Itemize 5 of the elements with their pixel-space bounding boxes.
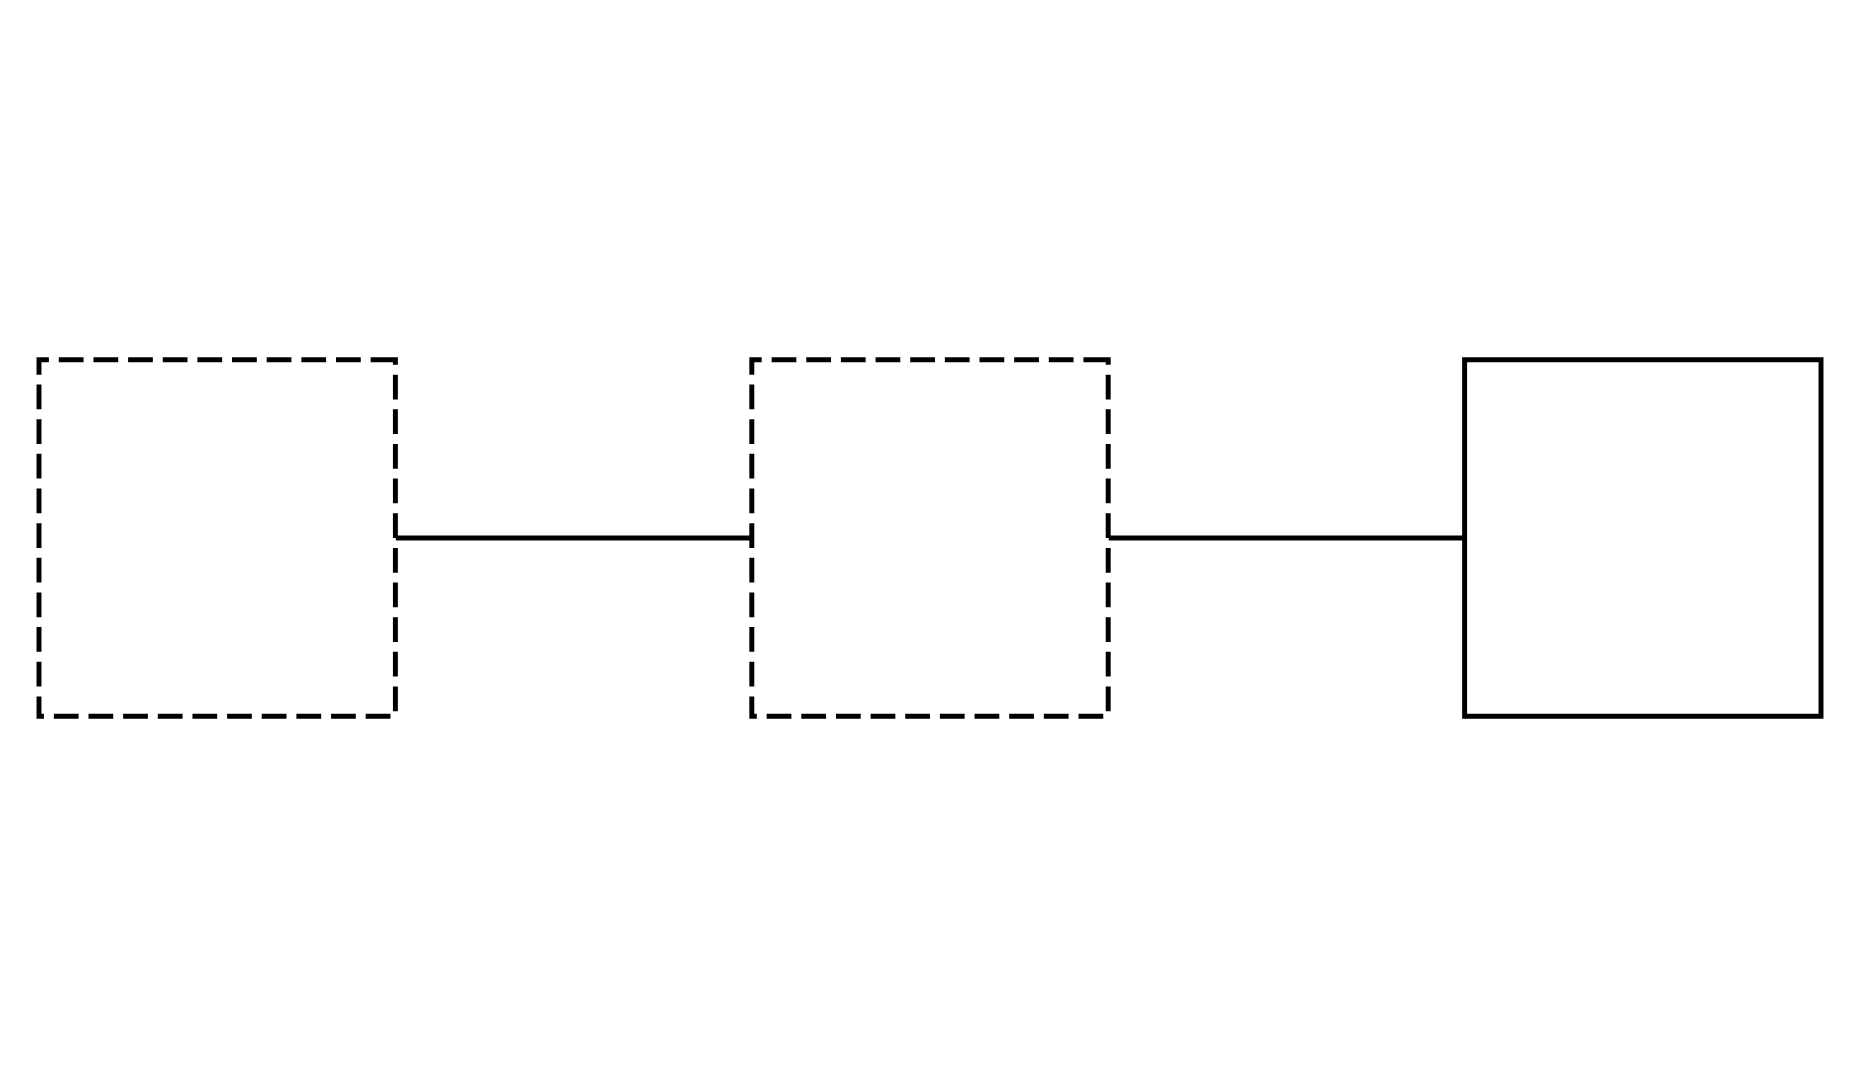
node-box <box>1462 357 1824 719</box>
node-box <box>36 357 398 719</box>
node-box <box>749 357 1111 719</box>
connector <box>1108 535 1464 541</box>
connector <box>395 535 751 541</box>
